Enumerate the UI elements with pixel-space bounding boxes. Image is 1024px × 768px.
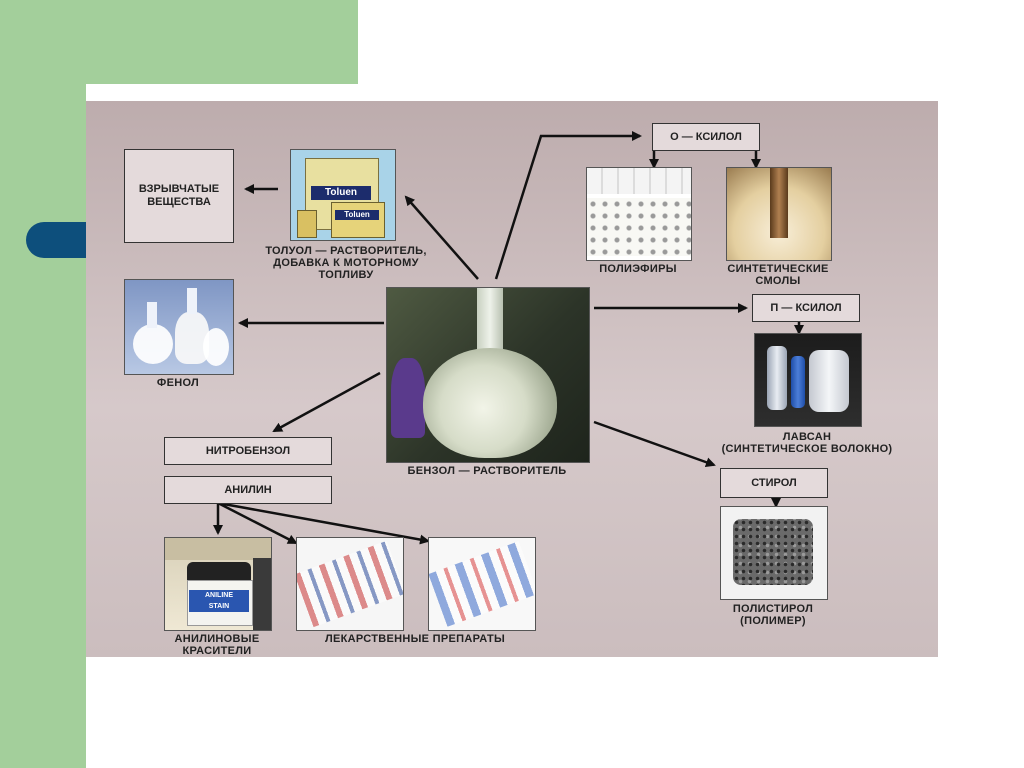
polystyrene-label-line2: (ПОЛИМЕР): [740, 615, 806, 627]
p-xylene-box: П — КСИЛОЛ: [752, 294, 860, 322]
resins-label: СИНТЕТИЧЕСКИЕ СМОЛЫ: [716, 263, 840, 287]
polyesters-image: [586, 167, 692, 261]
lavsan-label: ЛАВСАН (СИНТЕТИЧЕСКОЕ ВОЛОКНО): [696, 431, 918, 455]
nitrobenzene-label: НИТРОБЕНЗОЛ: [205, 444, 291, 457]
polystyrene-image: [720, 506, 828, 600]
green-side-strip: [0, 0, 86, 768]
arrow-benzene-styrene: [593, 420, 716, 468]
toluene-label-line3: ТОПЛИВУ: [318, 269, 374, 281]
toluene-label-line1: ТОЛУОЛ — РАСТВОРИТЕЛЬ,: [265, 245, 427, 257]
o-xylene-label: О — КСИЛОЛ: [670, 130, 742, 143]
aniline-dyes-label-line2: КРАСИТЕЛИ: [182, 645, 252, 657]
connector-arrows: [213, 131, 804, 545]
aniline-dyes-label: АНИЛИНОВЫЕ КРАСИТЕЛИ: [154, 633, 280, 657]
lavsan-image: [754, 333, 862, 427]
resins-label-line2: СМОЛЫ: [755, 275, 801, 287]
polyesters-label: ПОЛИЭФИРЫ: [599, 263, 677, 275]
nitrobenzene-box: НИТРОБЕНЗОЛ: [164, 437, 332, 465]
aniline-stain-line2: STAIN: [208, 603, 230, 610]
resins-label-line1: СИНТЕТИЧЕСКИЕ: [727, 263, 829, 275]
styrene-label: СТИРОЛ: [751, 476, 797, 489]
toluene-label: ТОЛУОЛ — РАСТВОРИТЕЛЬ, ДОБАВКА К МОТОРНО…: [256, 245, 436, 281]
aniline-dyes-label-line1: АНИЛИНОВЫЕ: [174, 633, 260, 645]
aniline-stain-line1: ANILINE: [205, 592, 233, 599]
toluen-can-label: Toluen: [311, 186, 371, 200]
arrow-benzene-oxylene: [494, 131, 642, 280]
benzene-uses-diagram: ВЗРЫВЧАТЫЕ ВЕЩЕСТВА Toluen Toluen ТОЛУОЛ…: [86, 101, 938, 657]
o-xylene-box: О — КСИЛОЛ: [652, 123, 760, 151]
phenol-image: [124, 279, 234, 375]
aniline-stain-label: ANILINE STAIN: [189, 590, 249, 612]
styrene-box: СТИРОЛ: [720, 468, 828, 498]
lavsan-label-line2: (СИНТЕТИЧЕСКОЕ ВОЛОКНО): [721, 443, 893, 455]
arrow-benzene-nitrobenzene: [272, 371, 381, 433]
aniline-dyes-image: ANILINE STAIN: [164, 537, 272, 631]
benzene-flask-image: [386, 287, 590, 463]
polystyrene-label: ПОЛИСТИРОЛ (ПОЛИМЕР): [706, 603, 840, 627]
p-xylene-label: П — КСИЛОЛ: [770, 301, 842, 314]
resins-image: [726, 167, 832, 261]
explosives-box: ВЗРЫВЧАТЫЕ ВЕЩЕСТВА: [124, 149, 234, 243]
medicines-label: ЛЕКАРСТВЕННЫЕ ПРЕПАРАТЫ: [324, 633, 506, 645]
explosives-label: ВЗРЫВЧАТЫЕ ВЕЩЕСТВА: [138, 183, 220, 208]
toluene-image: Toluen Toluen: [290, 149, 396, 241]
medicines-image-2: [428, 537, 536, 631]
aniline-box: АНИЛИН: [164, 476, 332, 504]
lavsan-label-line1: ЛАВСАН: [782, 431, 832, 443]
toluene-label-line2: ДОБАВКА К МОТОРНОМУ: [273, 257, 419, 269]
benzene-label: БЕНЗОЛ — РАСТВОРИТЕЛЬ: [407, 465, 567, 477]
arrow-aniline-medicines-2: [217, 501, 430, 545]
arrow-benzene-toluene: [404, 195, 479, 280]
aniline-label: АНИЛИН: [224, 483, 272, 496]
toluen-small-label: Toluen: [335, 210, 379, 220]
arrow-aniline-medicines-1: [217, 501, 298, 545]
medicines-image-1: [296, 537, 404, 631]
polystyrene-label-line1: ПОЛИСТИРОЛ: [732, 603, 814, 615]
phenol-label: ФЕНОЛ: [156, 377, 200, 389]
